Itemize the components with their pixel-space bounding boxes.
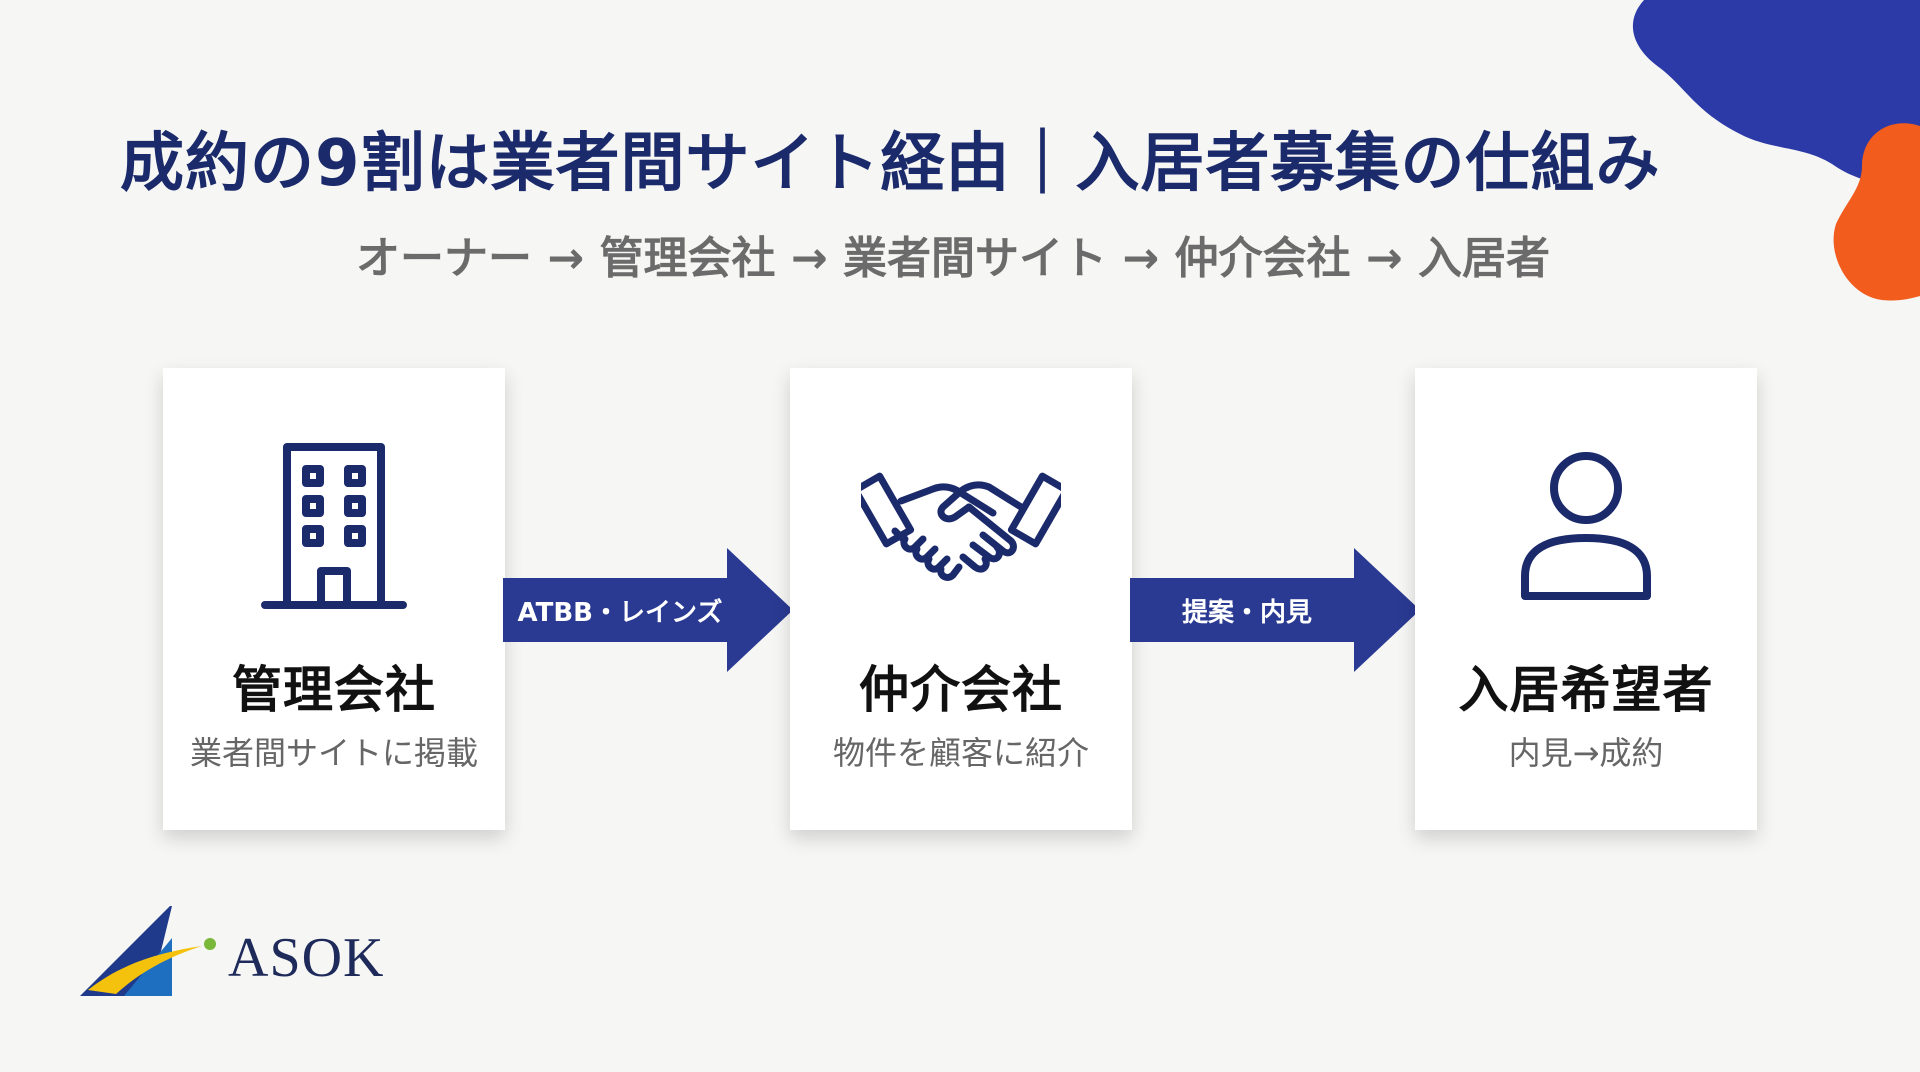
card-description: 物件を顧客に紹介 (832, 734, 1089, 772)
flow-arrow-1: ATBB・レインズ (503, 548, 793, 672)
blue-blob (1632, 0, 1920, 184)
corner-blob-decoration (1632, 0, 1920, 301)
flow-arrow-2: 提案・内見 (1130, 548, 1420, 672)
building-icon (163, 436, 505, 616)
card-label: 入居希望者 (1458, 661, 1714, 719)
asok-logo-mark (80, 906, 216, 996)
card-applicant: 入居希望者 内見→成約 (1415, 368, 1757, 830)
arrow-label: ATBB・レインズ (517, 598, 723, 628)
arrow-right-icon (503, 548, 793, 672)
page-title: 成約の9割は業者間サイト経由｜入居者募集の仕組み (120, 127, 1661, 201)
card-management-company: 管理会社 業者間サイトに掲載 (163, 368, 505, 830)
card-description: 業者間サイトに掲載 (189, 734, 478, 772)
card-label: 管理会社 (232, 661, 436, 719)
flow-subtitle: オーナー → 管理会社 → 業者間サイト → 仲介会社 → 入居者 (356, 233, 1551, 284)
logo-text: ASOK (228, 927, 385, 989)
asok-logo: ASOK (80, 902, 410, 1002)
card-broker-company: 仲介会社 物件を顧客に紹介 (790, 368, 1132, 830)
arrow-label: 提案・内見 (1181, 598, 1312, 628)
person-icon (1415, 436, 1757, 616)
card-description: 内見→成約 (1508, 734, 1664, 772)
orange-blob (1833, 123, 1920, 301)
handshake-icon (790, 436, 1132, 616)
arrow-right-icon (1130, 548, 1420, 672)
card-label: 仲介会社 (859, 661, 1063, 719)
